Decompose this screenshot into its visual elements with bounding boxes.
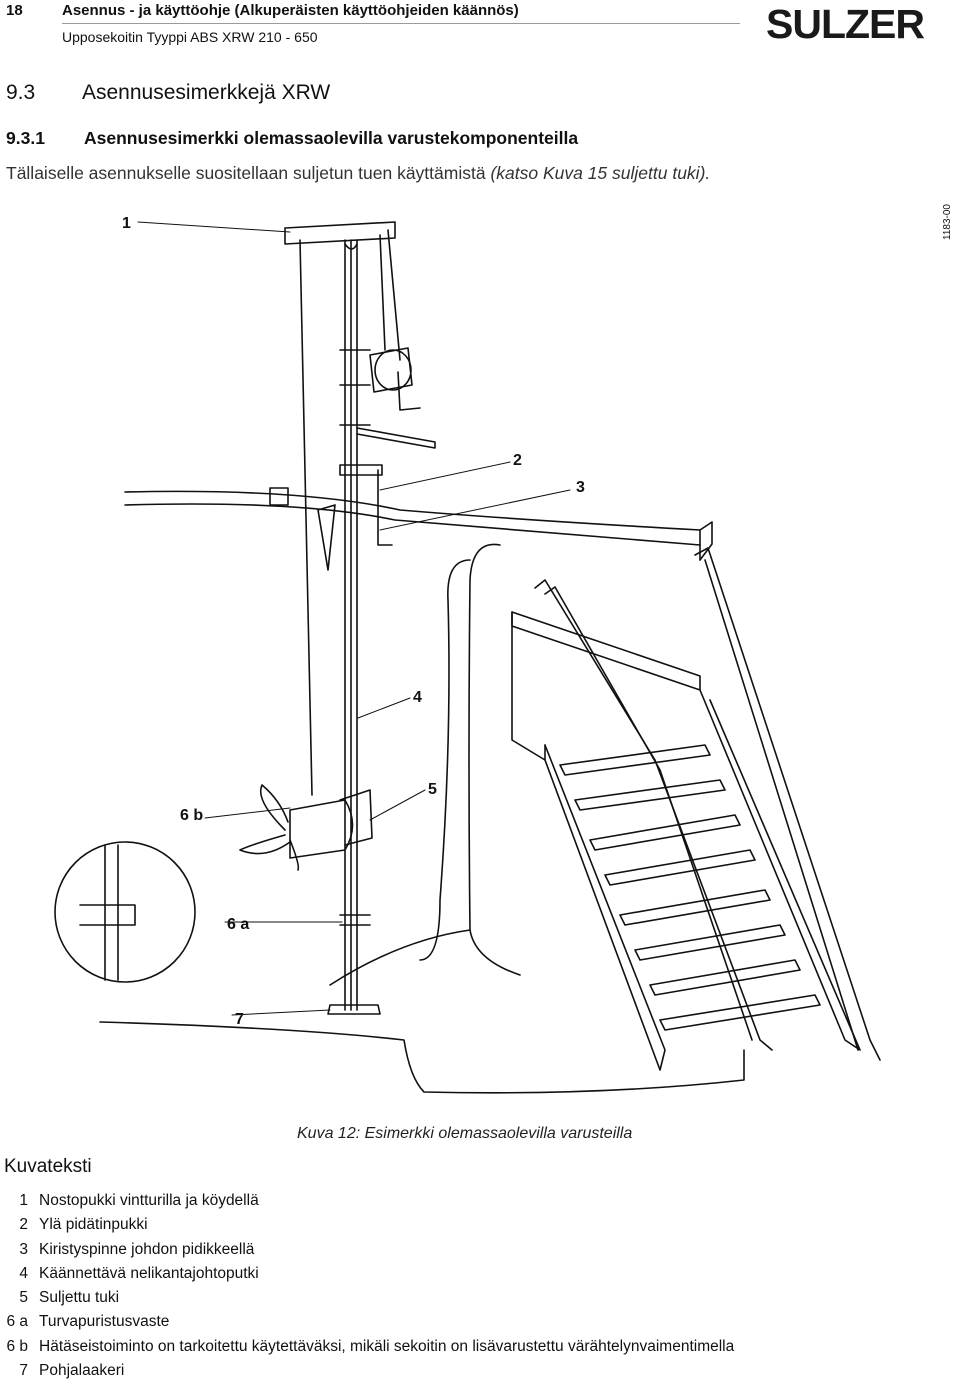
cable-support: [269, 469, 393, 546]
tank-wall-inner: [419, 559, 471, 961]
section-number: 9.3: [6, 81, 36, 104]
legend-key: 7: [19, 1362, 28, 1380]
figure-label-6b: 6 b: [180, 807, 203, 824]
tank-rim-inner: [124, 503, 701, 546]
detail-6b-bracket: [79, 904, 136, 926]
subsection-title: Asennusesimerkki olemassaolevilla varust…: [84, 128, 579, 148]
legend-item: 3 Kiristyspinne johdon pidikkeellä: [0, 1241, 960, 1265]
legend-item: 4 Käännettävä nelikantajohtoputki: [0, 1265, 960, 1289]
top-holder: [339, 464, 383, 476]
subsection-number: 9.3.1: [6, 128, 45, 148]
figure-reference-link[interactable]: (katso Kuva 15 suljettu tuki).: [490, 163, 711, 183]
legend-item: 6 b Hätäseistoiminto on tarkoitettu käyte…: [0, 1338, 960, 1362]
cable-clamp: [317, 504, 336, 571]
legend-key: 6 b: [6, 1337, 28, 1355]
header-divider: [62, 23, 740, 24]
tank-inner-floor: [329, 929, 521, 986]
stair-stringer-left: [544, 744, 666, 1071]
section-heading: 9.3 Asennusesimerkkejä XRW: [6, 81, 330, 105]
legend-list: 1 Nostopukki vintturilla ja köydellä 2 Ylä…: [0, 1192, 960, 1386]
platform-top: [699, 521, 713, 561]
legend-key: 6 a: [6, 1313, 28, 1331]
legend-text: Käännettävä nelikantajohtoputki: [39, 1264, 259, 1282]
legend-key: 4: [19, 1264, 28, 1282]
legend-key: 3: [19, 1240, 28, 1258]
figure-label-5: 5: [428, 781, 437, 798]
bracket-upper: [339, 349, 371, 426]
mixer-support: [339, 789, 373, 846]
document-subtitle: Upposekoitin Tyyppi ABS XRW 210 - 650: [62, 29, 318, 45]
leader-3: [379, 489, 571, 531]
legend-key: 5: [19, 1289, 28, 1307]
stair-treads: [559, 744, 821, 1031]
legend-item: 6 a Turvapuristusvaste: [0, 1313, 960, 1337]
top-holder-bar: [356, 427, 436, 449]
intro-paragraph: Tällaiselle asennukselle suositellaan su…: [6, 163, 710, 184]
handrail-left: [534, 579, 773, 1051]
winch-handle: [397, 371, 421, 411]
davit-brace: [344, 243, 358, 250]
figure-label-1: 1: [122, 215, 131, 232]
platform-deck: [511, 611, 546, 761]
leader-2: [379, 461, 511, 491]
figure-label-4: 4: [413, 689, 422, 706]
leader-5: [369, 789, 426, 821]
legend-item: 1 Nostopukki vintturilla ja köydellä: [0, 1192, 960, 1216]
figure-label-3: 3: [576, 479, 585, 496]
detail-6b-tube: [104, 844, 119, 981]
subsection-heading: 9.3.1 Asennusesimerkki olemassaolevilla v…: [6, 128, 578, 149]
legend-item: 5 Suljettu tuki: [0, 1289, 960, 1313]
legend-text: Ylä pidätinpukki: [39, 1216, 148, 1234]
handrail-right: [694, 547, 881, 1061]
mixer-propeller: [239, 784, 300, 871]
tank-rim-outer: [124, 490, 701, 561]
legend-heading: Kuvateksti: [4, 1156, 92, 1177]
tank-outline: [99, 1021, 745, 1094]
intro-text: Tällaiselle asennukselle suositellaan su…: [6, 163, 491, 183]
figure-label-7: 7: [235, 1011, 244, 1028]
legend-text: Turvapuristusvaste: [39, 1313, 170, 1331]
legend-key: 2: [19, 1216, 28, 1234]
legend-text: Kiristyspinne johdon pidikkeellä: [39, 1240, 255, 1258]
section-title: Asennusesimerkkejä XRW: [82, 81, 331, 104]
document-title: Asennus - ja käyttöohje (Alkuperäisten k…: [62, 2, 519, 19]
emergency-stop-bracket: [339, 914, 371, 926]
guide-tube: [344, 239, 358, 1011]
page-number: 18: [6, 2, 23, 19]
legend-text: Nostopukki vintturilla ja köydellä: [39, 1192, 259, 1209]
winch-drum-face: [374, 349, 412, 391]
leader-7: [231, 1009, 331, 1016]
figure-id: 1183-00: [942, 204, 953, 240]
stair-stringer-right: [699, 689, 861, 1051]
handrail-left-inner: [544, 586, 753, 1041]
legend-key: 1: [19, 1192, 28, 1209]
legend-text: Hätäseistoiminto on tarkoitettu käytettä…: [39, 1337, 735, 1355]
legend-text: Suljettu tuki: [39, 1289, 120, 1307]
installation-drawing: 1 2 3 4 5 6 b 6 a 7 1183-00: [54, 204, 953, 1094]
leader-1: [137, 221, 291, 233]
legend-item: 7 Pohjalaakeri: [0, 1362, 960, 1386]
figure-label-2: 2: [513, 452, 522, 469]
figure-label-6a: 6 a: [227, 916, 249, 933]
winch-drum: [369, 347, 413, 393]
davit-beam: [284, 221, 396, 245]
detail-6b-circle: [54, 841, 196, 983]
legend-item: 2 Ylä pidätinpukki: [0, 1216, 960, 1240]
tank-wall-left: [468, 543, 501, 931]
sulzer-logo: SULZER: [766, 1, 925, 47]
bottom-bearing: [327, 1004, 381, 1015]
mixer-housing: [289, 799, 354, 859]
leader-6b: [204, 807, 291, 819]
leader-4: [357, 697, 411, 719]
lifting-rope: [299, 229, 401, 796]
handrail-right-inner: [704, 559, 859, 1051]
legend-text: Pohjalaakeri: [39, 1362, 125, 1380]
figure-caption: Kuva 12: Esimerkki olemassaolevilla varu…: [297, 1125, 633, 1142]
